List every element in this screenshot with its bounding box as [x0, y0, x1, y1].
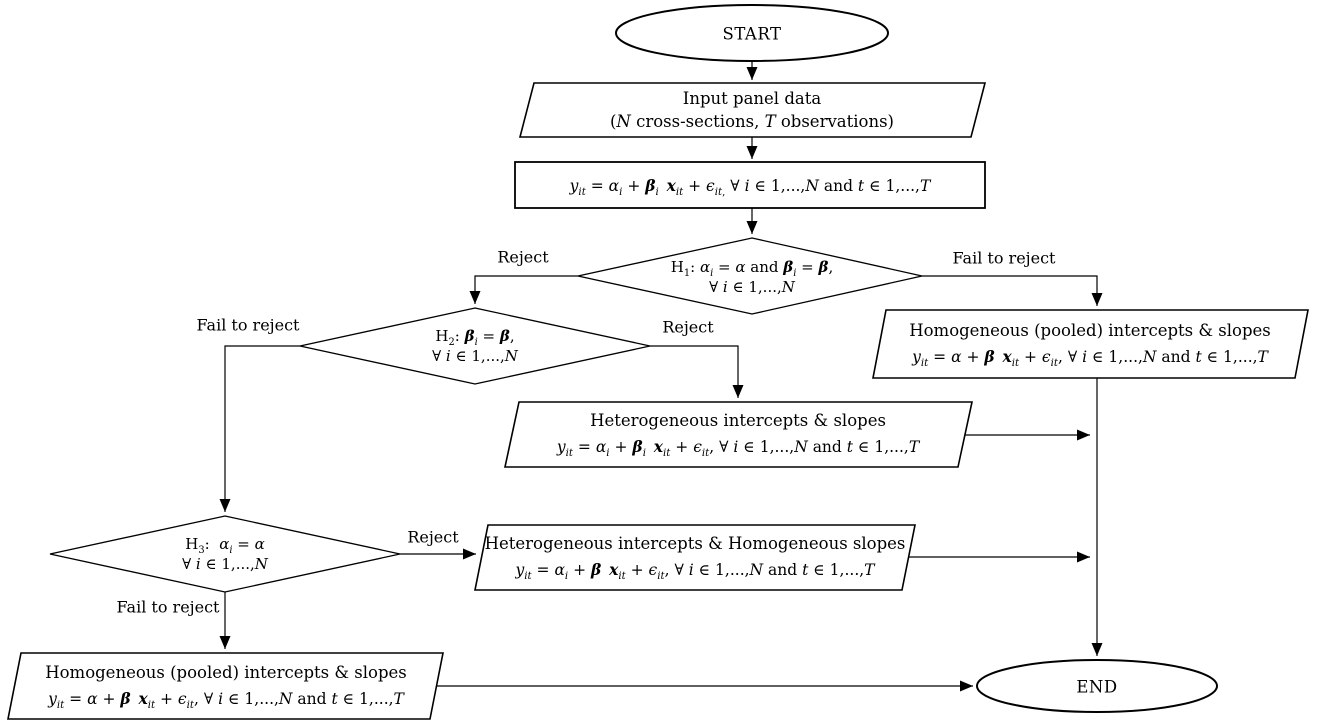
end-ellipse — [976, 659, 1218, 713]
h1-line2: ∀ i ∈ 1,...,N — [709, 278, 795, 296]
pooled-bottom-text: Homogeneous (pooled) intercepts & slopes… — [45, 660, 407, 712]
input-line1: Input panel data — [682, 89, 822, 108]
pooled-bottom-parallelogram — [7, 652, 444, 720]
h1-line1: H1: αi = α and βi = β, — [670, 258, 834, 279]
edge-h1-reject-to-h2 — [469, 275, 578, 304]
h3-diamond — [49, 515, 401, 593]
h1-fail-label: Fail to reject — [952, 248, 1056, 268]
pooled-bottom-title: Homogeneous (pooled) intercepts & slopes — [45, 663, 407, 682]
h2-reject-label: Reject — [662, 317, 714, 337]
model-rectangle — [514, 161, 986, 209]
pooled-right-parallelogram — [872, 309, 1309, 379]
hethom-text: Heterogeneous intercepts & Homogeneous s… — [485, 531, 906, 583]
input-line2: (N cross-sections, T observations) — [609, 112, 895, 131]
edge-h1-fail-to-pooled-right — [922, 275, 1103, 306]
heterogeneous-text: Heterogeneous intercepts & slopes yit = … — [557, 408, 919, 460]
h3-text: H3: αi = α ∀ i ∈ 1,...,N — [182, 534, 268, 574]
hethom-equation: yit = αi + β xit + ϵit, ∀ i ∈ 1,...,N an… — [515, 560, 875, 583]
h1-diamond — [577, 237, 923, 315]
h2-fail-label: Fail to reject — [196, 315, 300, 335]
hethom-parallelogram — [474, 524, 916, 591]
h1-reject-label: Reject — [497, 247, 549, 267]
end-label: END — [1076, 677, 1118, 697]
start-label: START — [722, 24, 782, 44]
heterogeneous-equation: yit = αi + βi xit + ϵit, ∀ i ∈ 1,...,N a… — [556, 437, 920, 460]
heterogeneous-title: Heterogeneous intercepts & slopes — [590, 411, 886, 430]
pooled-right-title: Homogeneous (pooled) intercepts & slopes — [909, 321, 1271, 340]
h3-fail-label: Fail to reject — [116, 597, 220, 617]
input-text: Input panel data (N cross-sections, T ob… — [610, 87, 894, 133]
model-equation: yit = αi + βi xit + ϵit, ∀ i ∈ 1,...,N a… — [569, 176, 931, 199]
h2-diamond — [299, 307, 651, 385]
pooled-bottom-equation: yit = α + β xit + ϵit, ∀ i ∈ 1,...,N and… — [48, 689, 404, 712]
h2-line2: ∀ i ∈ 1,...,N — [432, 347, 518, 365]
hethom-title: Heterogeneous intercepts & Homogeneous s… — [484, 534, 906, 553]
pooled-right-text: Homogeneous (pooled) intercepts & slopes… — [909, 318, 1271, 370]
pooled-right-equation: yit = α + β xit + ϵit, ∀ i ∈ 1,...,N and… — [912, 347, 1268, 370]
h3-line2: ∀ i ∈ 1,...,N — [182, 555, 268, 573]
h3-line1: H3: αi = α — [185, 535, 265, 556]
start-ellipse — [615, 4, 889, 62]
h3-reject-label: Reject — [407, 527, 459, 547]
heterogeneous-parallelogram — [504, 401, 973, 468]
input-parallelogram — [518, 82, 987, 138]
h1-text: H1: αi = α and βi = β, ∀ i ∈ 1,...,N — [671, 257, 834, 297]
edge-h2-fail-to-h3 — [219, 345, 300, 512]
edge-h2-reject-to-heterogeneous — [650, 345, 744, 398]
h2-text: H2: βi = β, ∀ i ∈ 1,...,N — [432, 326, 518, 366]
h2-line1: H2: βi = β, — [435, 327, 515, 348]
